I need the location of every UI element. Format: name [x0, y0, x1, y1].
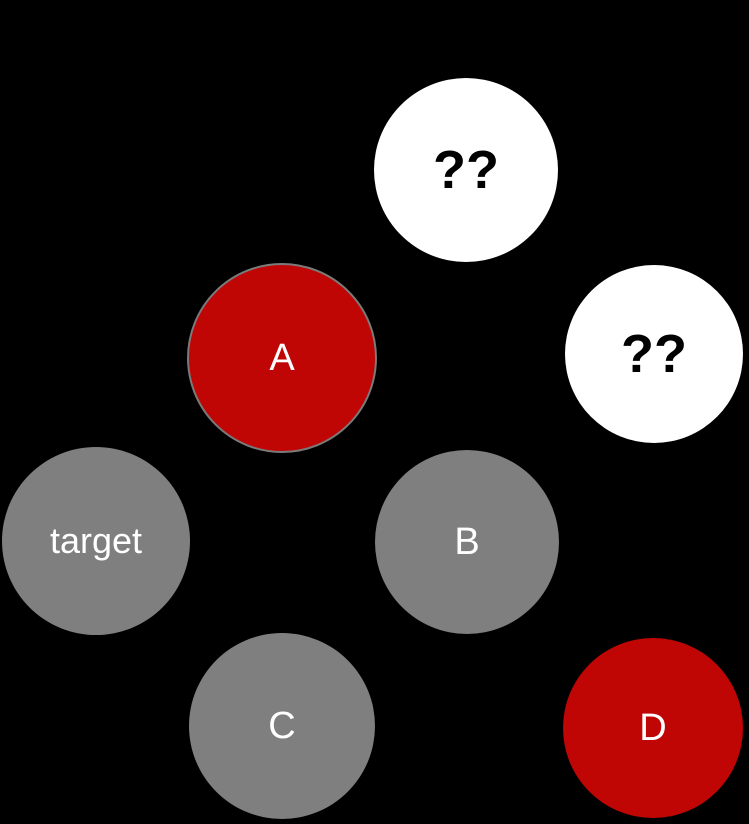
node-b-label: B: [454, 521, 480, 563]
node-unknown-top-label: ??: [433, 140, 499, 200]
node-target: target: [2, 447, 190, 635]
node-d-label: D: [639, 707, 667, 749]
node-a: A: [187, 263, 377, 453]
node-b: B: [375, 450, 559, 634]
node-unknown-top: ??: [374, 78, 558, 262]
node-target-label: target: [49, 520, 143, 561]
node-c: C: [189, 633, 375, 819]
node-d: D: [563, 638, 743, 818]
node-unknown-right: ??: [565, 265, 743, 443]
node-a-label: A: [269, 337, 295, 379]
node-unknown-right-label: ??: [621, 324, 687, 384]
node-c-label: C: [268, 705, 296, 747]
